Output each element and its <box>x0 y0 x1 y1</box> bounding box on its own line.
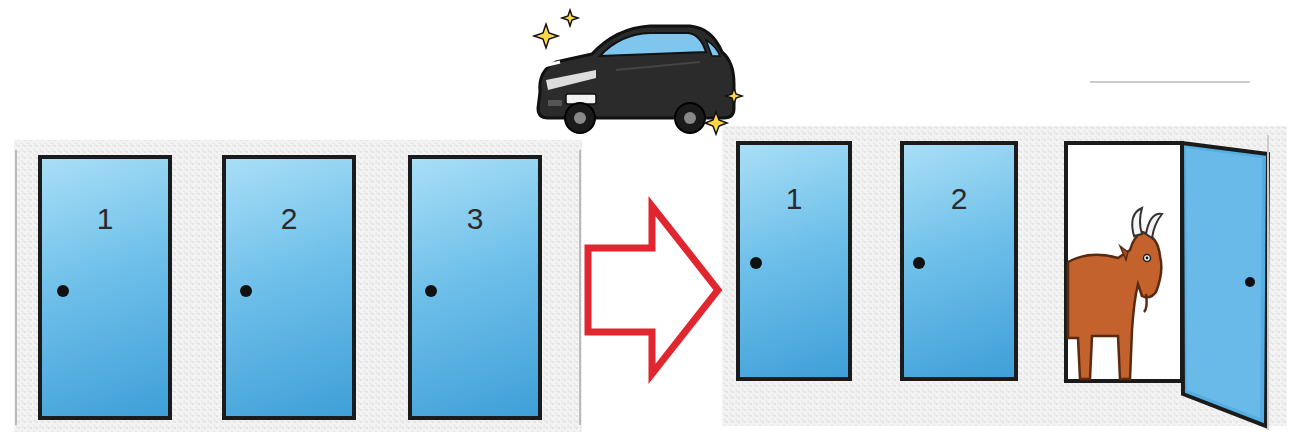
open-door-panel <box>1182 143 1268 426</box>
wall-background <box>722 126 1287 426</box>
door: 2 <box>222 155 356 420</box>
wall-edge <box>15 150 17 425</box>
door: 3 <box>408 155 542 420</box>
open-doorway <box>1066 143 1182 381</box>
sparkle <box>534 10 742 134</box>
wall-edge <box>1267 135 1269 430</box>
door-number: 2 <box>226 203 352 235</box>
door-number: 3 <box>412 203 538 235</box>
door-number: 1 <box>740 183 848 215</box>
door: 1 <box>38 155 172 420</box>
car-illustration <box>538 26 734 133</box>
transition-arrow <box>588 206 718 374</box>
open-door-shading <box>1186 148 1262 418</box>
door-number: 1 <box>42 203 168 235</box>
door: 2 <box>900 141 1018 381</box>
door: 1 <box>736 141 852 381</box>
wall-edge <box>1090 81 1250 83</box>
goat-illustration <box>1068 208 1162 379</box>
wall-edge <box>579 150 581 425</box>
wall-background <box>14 140 582 432</box>
door-number: 2 <box>904 183 1014 215</box>
door-knob <box>1245 277 1255 287</box>
